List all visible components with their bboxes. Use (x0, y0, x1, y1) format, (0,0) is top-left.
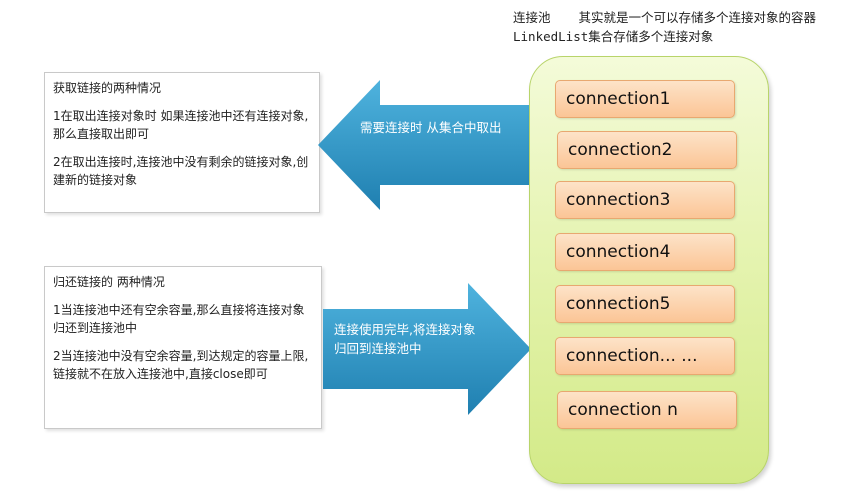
get-arrow-label: 需要连接时 从集合中取出 (360, 120, 502, 135)
get-arrow (318, 80, 530, 210)
get-note-title: 获取链接的两种情况 (53, 81, 162, 95)
header: 连接池 其实就是一个可以存储多个连接对象的容器 LinkedList集合存储多个连… (513, 8, 816, 46)
return-arrow-label: 连接使用完毕,将连接对象归回到连接池中 (334, 322, 476, 356)
connection-item: connection4 (555, 233, 735, 271)
connection-item: connection2 (557, 131, 737, 169)
pool-description: 其实就是一个可以存储多个连接对象的容器 (578, 10, 817, 25)
return-note-case1: 1当连接池中还有空余容量,那么直接将连接对象归还到连接池中 (53, 303, 305, 335)
return-note-case2: 2当连接池中没有空余容量,到达规定的容量上限,链接就不在放入连接池中,直接clo… (53, 349, 309, 381)
return-note-title: 归还链接的 两种情况 (53, 275, 165, 289)
get-note-case2: 2在取出连接时,连接池中没有剩余的链接对象,创建新的链接对象 (53, 155, 309, 187)
connection-item: connection... ... (555, 337, 735, 375)
get-connection-note: 获取链接的两种情况 1在取出连接对象时 如果连接池中还有连接对象,那么直接取出即… (44, 72, 320, 213)
return-connection-note: 归还链接的 两种情况 1当连接池中还有空余容量,那么直接将连接对象归还到连接池中… (44, 266, 322, 429)
pool-label: 连接池 (513, 10, 551, 25)
get-note-case1: 1在取出连接对象时 如果连接池中还有连接对象,那么直接取出即可 (53, 109, 309, 141)
connection-item: connection n (557, 391, 737, 429)
return-arrow (323, 283, 531, 415)
connection-item: connection1 (555, 80, 735, 118)
connection-item: connection3 (555, 181, 735, 219)
linkedlist-note: LinkedList集合存储多个连接对象 (513, 29, 714, 44)
connection-item: connection5 (555, 285, 735, 323)
